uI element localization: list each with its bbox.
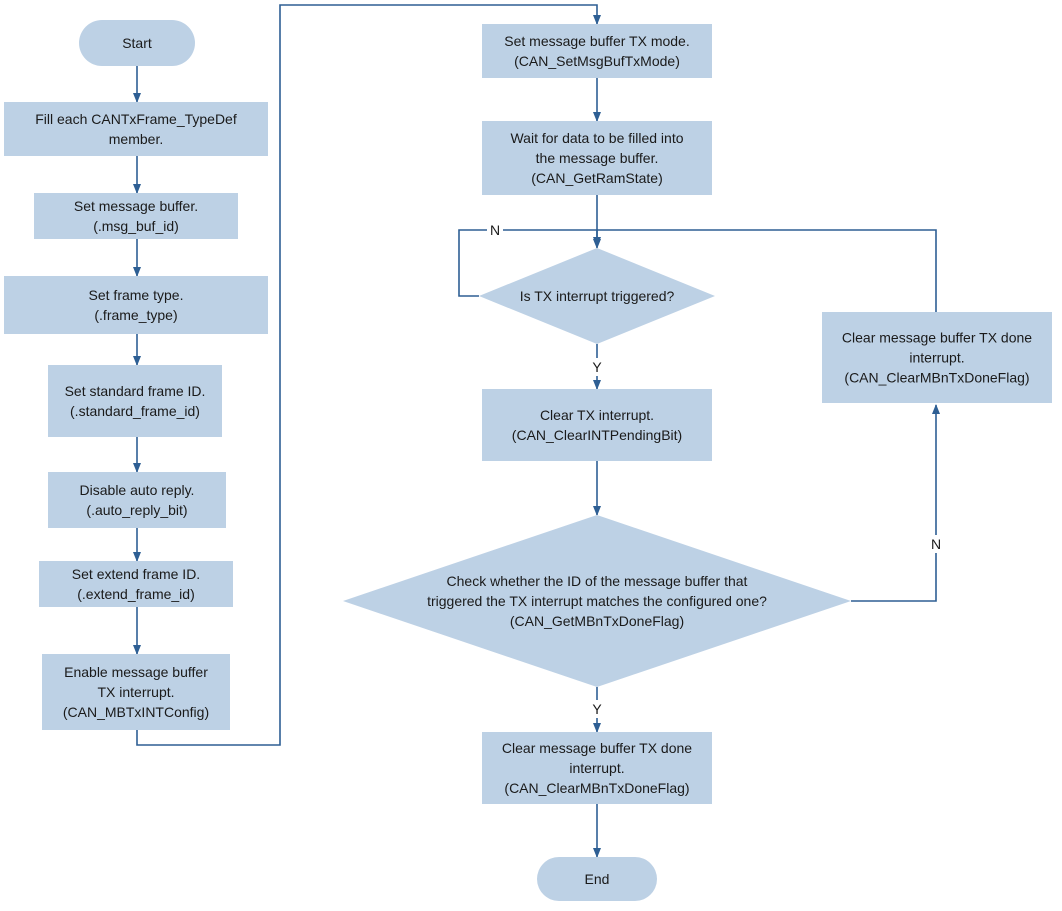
node-clear-done-right: Clear message buffer TX done interrupt. (C… [822, 312, 1052, 403]
node-label-line: Set message buffer. [74, 198, 198, 214]
node-label-line: (CAN_ClearMBnTxDoneFlag) [504, 780, 689, 796]
node-label-line: Set standard frame ID. [65, 383, 206, 399]
node-label-line: Clear message buffer TX done [502, 740, 692, 756]
node-label-line: triggered the TX interrupt matches the c… [427, 593, 767, 609]
node-label-line: Check whether the ID of the message buff… [447, 573, 748, 589]
node-label-line: (.msg_buf_id) [93, 218, 179, 234]
node-label-line: (CAN_MBTxINTConfig) [63, 704, 209, 720]
edge-label: Y [592, 701, 602, 717]
node-label-line: Disable auto reply. [80, 482, 195, 498]
node-clear-done-bottom: Clear message buffer TX done interrupt. (C… [482, 732, 712, 804]
node-label-line: Set frame type. [89, 287, 184, 303]
node-label-line: (.auto_reply_bit) [86, 502, 187, 518]
node-enable-tx-int: Enable message buffer TX interrupt. (CAN_M… [42, 654, 230, 730]
node-label-line: Set message buffer TX mode. [504, 33, 689, 49]
node-is-tx-int: Is TX interrupt triggered? [479, 248, 715, 344]
node-set-frame-type: Set frame type. (.frame_type) [4, 276, 268, 334]
node-label-line: Start [122, 35, 152, 51]
process-shape [39, 561, 233, 607]
process-shape [48, 365, 222, 437]
node-label-line: End [585, 871, 610, 887]
node-set-ext-id: Set extend frame ID. (.extend_frame_id) [39, 561, 233, 607]
process-shape [822, 312, 1052, 403]
decision-shape [343, 515, 851, 687]
node-label-line: (CAN_SetMsgBufTxMode) [514, 53, 680, 69]
edge-label: Y [592, 359, 602, 375]
node-label-line: (CAN_ClearMBnTxDoneFlag) [844, 370, 1029, 386]
node-label-line: interrupt. [909, 350, 964, 366]
node-label-line: (CAN_GetRamState) [531, 170, 662, 186]
node-label-line: (.extend_frame_id) [77, 586, 195, 602]
node-label-line: Enable message buffer [64, 664, 208, 680]
process-shape [4, 102, 268, 156]
node-label-line: (.frame_type) [94, 307, 177, 323]
node-disable-auto-reply: Disable auto reply. (.auto_reply_bit) [48, 472, 226, 528]
node-set-msg-buf: Set message buffer. (.msg_buf_id) [34, 193, 238, 239]
node-label-line: Clear message buffer TX done [842, 330, 1032, 346]
terminal-shape [537, 857, 657, 901]
process-shape [482, 24, 712, 78]
edge-enable-tx-int-to-set-tx-mode [136, 4, 601, 746]
node-fill-frame: Fill each CANTxFrame_TypeDef member. [4, 102, 268, 156]
node-check-id: Check whether the ID of the message buff… [343, 515, 851, 687]
process-shape [42, 654, 230, 730]
process-shape [482, 389, 712, 461]
process-shape [48, 472, 226, 528]
edges [133, 4, 940, 858]
edge-check-id-to-clear-done-right [851, 404, 940, 602]
edge-label: N [490, 222, 500, 238]
edge-label-background [589, 700, 605, 718]
node-label-line: (CAN_ClearINTPendingBit) [512, 427, 682, 443]
node-label-line: (CAN_GetMBnTxDoneFlag) [510, 613, 684, 629]
node-end: End [537, 857, 657, 901]
node-label-line: Clear TX interrupt. [540, 407, 654, 423]
process-shape [4, 276, 268, 334]
node-label-line: (.standard_frame_id) [70, 403, 200, 419]
edge-label-background [928, 535, 944, 553]
node-clear-tx-int: Clear TX interrupt. (CAN_ClearINTPendingB… [482, 389, 712, 461]
edge-is-tx-int-to-is-tx-int [458, 229, 601, 297]
node-set-tx-mode: Set message buffer TX mode. (CAN_SetMsgBu… [482, 24, 712, 78]
process-shape [482, 121, 712, 195]
node-label-line: TX interrupt. [97, 684, 174, 700]
process-shape [482, 732, 712, 804]
node-label-line: Is TX interrupt triggered? [520, 288, 675, 304]
decision-shape [479, 248, 715, 344]
edge-label-background [487, 221, 503, 239]
node-label-line: Set extend frame ID. [72, 566, 200, 582]
terminal-shape [79, 20, 195, 66]
node-label-line: the message buffer. [536, 150, 659, 166]
node-label-line: member. [109, 131, 163, 147]
node-wait-data: Wait for data to be filled into the messa… [482, 121, 712, 195]
node-start: Start [79, 20, 195, 66]
edge-clear-done-right-to-is-tx-int [597, 229, 937, 312]
node-label-line: Wait for data to be filled into [510, 130, 683, 146]
edge-label-background [589, 358, 605, 376]
node-label-line: Fill each CANTxFrame_TypeDef [35, 111, 237, 127]
edge-labels: N Y N Y [487, 221, 944, 718]
node-label-line: interrupt. [569, 760, 624, 776]
edge-label: N [931, 536, 941, 552]
process-shape [34, 193, 238, 239]
node-set-std-id: Set standard frame ID. (.standard_frame_i… [48, 365, 222, 437]
